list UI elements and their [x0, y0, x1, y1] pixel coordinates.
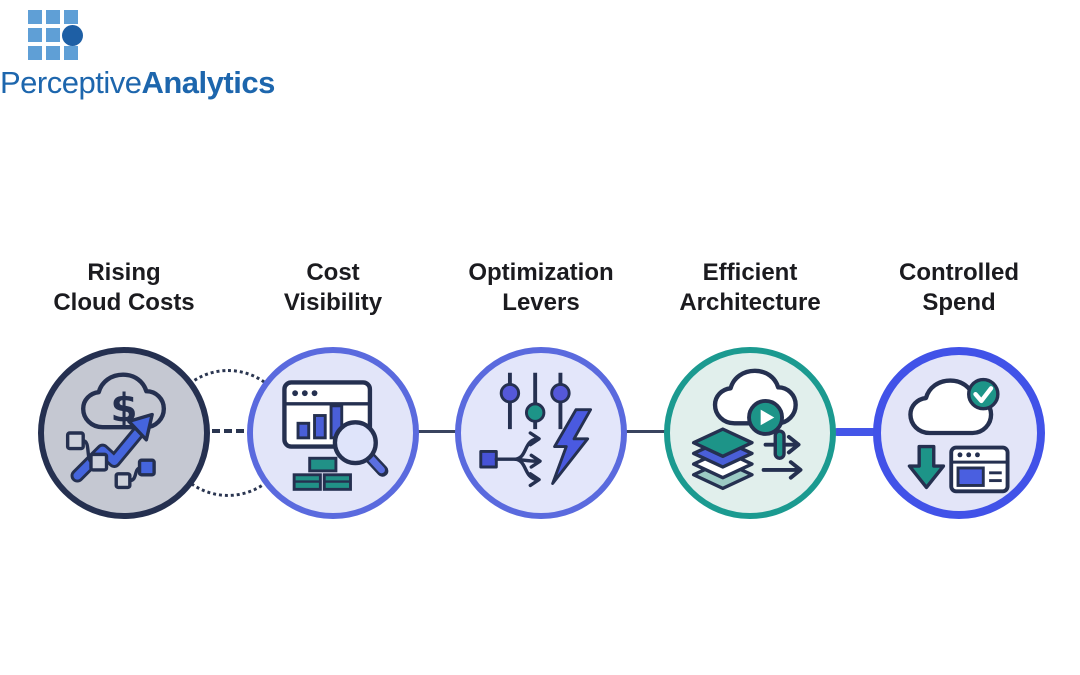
stage-label: Controlled Spend [849, 258, 1069, 318]
stage-rising-cloud-costs: Rising Cloud Costs $ [14, 258, 234, 519]
cloud-check-icon [908, 377, 1000, 436]
stage-label: Efficient Architecture [640, 258, 860, 318]
stage-cost-visibility: Cost Visibility [223, 258, 443, 519]
cloud-dollar-rising-arrow-icon: $ [65, 372, 167, 490]
browser-window-icon [949, 445, 1010, 494]
brand-name-first: Perceptive [0, 65, 142, 100]
dashboard-chart-magnifier-icon [282, 380, 389, 491]
stage-label-line2: Levers [502, 289, 580, 316]
cloud-play-layers-arrows-icon [691, 368, 803, 491]
cloud-play-icon [712, 368, 798, 436]
stage-label-line1: Efficient [702, 259, 798, 286]
stage-label-line2: Cloud Costs [53, 289, 195, 316]
stage-efficient-architecture: Efficient Architecture [640, 258, 860, 519]
brand-logo: PerceptiveAnalytics [0, 10, 275, 98]
node-chain-icon [65, 431, 156, 490]
cloud-check-download-browser-icon [907, 377, 1010, 494]
stage-circle [247, 347, 419, 519]
logo-dot-icon [62, 25, 83, 46]
stage-circle [664, 347, 836, 519]
layers-stack-icon [691, 427, 754, 491]
stage-label-line1: Rising [87, 259, 161, 286]
stage-label-line2: Visibility [283, 289, 383, 316]
stage-label: Rising Cloud Costs [14, 258, 234, 318]
stage-label-line1: Cost [306, 259, 360, 286]
lightning-bolt-icon [551, 408, 593, 485]
stage-controlled-spend: Controlled Spend [849, 258, 1069, 519]
logo-grid-mark-icon [28, 10, 275, 60]
magnifier-icon [332, 420, 389, 477]
stage-label: Cost Visibility [223, 258, 443, 318]
stage-label-line2: Spend [922, 289, 996, 316]
branch-arrows-icon [479, 431, 542, 488]
connector-line-4-5 [833, 428, 877, 436]
sliders-branch-lightning-icon [479, 372, 593, 488]
stage-optimization-levers: Optimization Levers [431, 258, 651, 519]
stage-label-line1: Controlled [899, 259, 1019, 286]
brand-name: PerceptiveAnalytics [0, 67, 275, 98]
stage-label-line2: Architecture [679, 289, 821, 316]
stage-circle: $ [38, 347, 210, 519]
connector-dashed-line-1-2 [200, 429, 256, 433]
brand-name-second: Analytics [141, 65, 275, 100]
migration-arrows-icon [761, 429, 803, 480]
stacked-boxes-icon [292, 456, 352, 491]
download-arrow-icon [907, 444, 946, 490]
stage-label: Optimization Levers [431, 258, 651, 318]
sliders-icon [499, 372, 571, 430]
connector-line-2-3 [417, 430, 459, 433]
stage-circle [873, 347, 1045, 519]
stage-circle [455, 347, 627, 519]
connector-line-3-4 [625, 430, 667, 433]
stage-label-line1: Optimization [468, 259, 614, 286]
